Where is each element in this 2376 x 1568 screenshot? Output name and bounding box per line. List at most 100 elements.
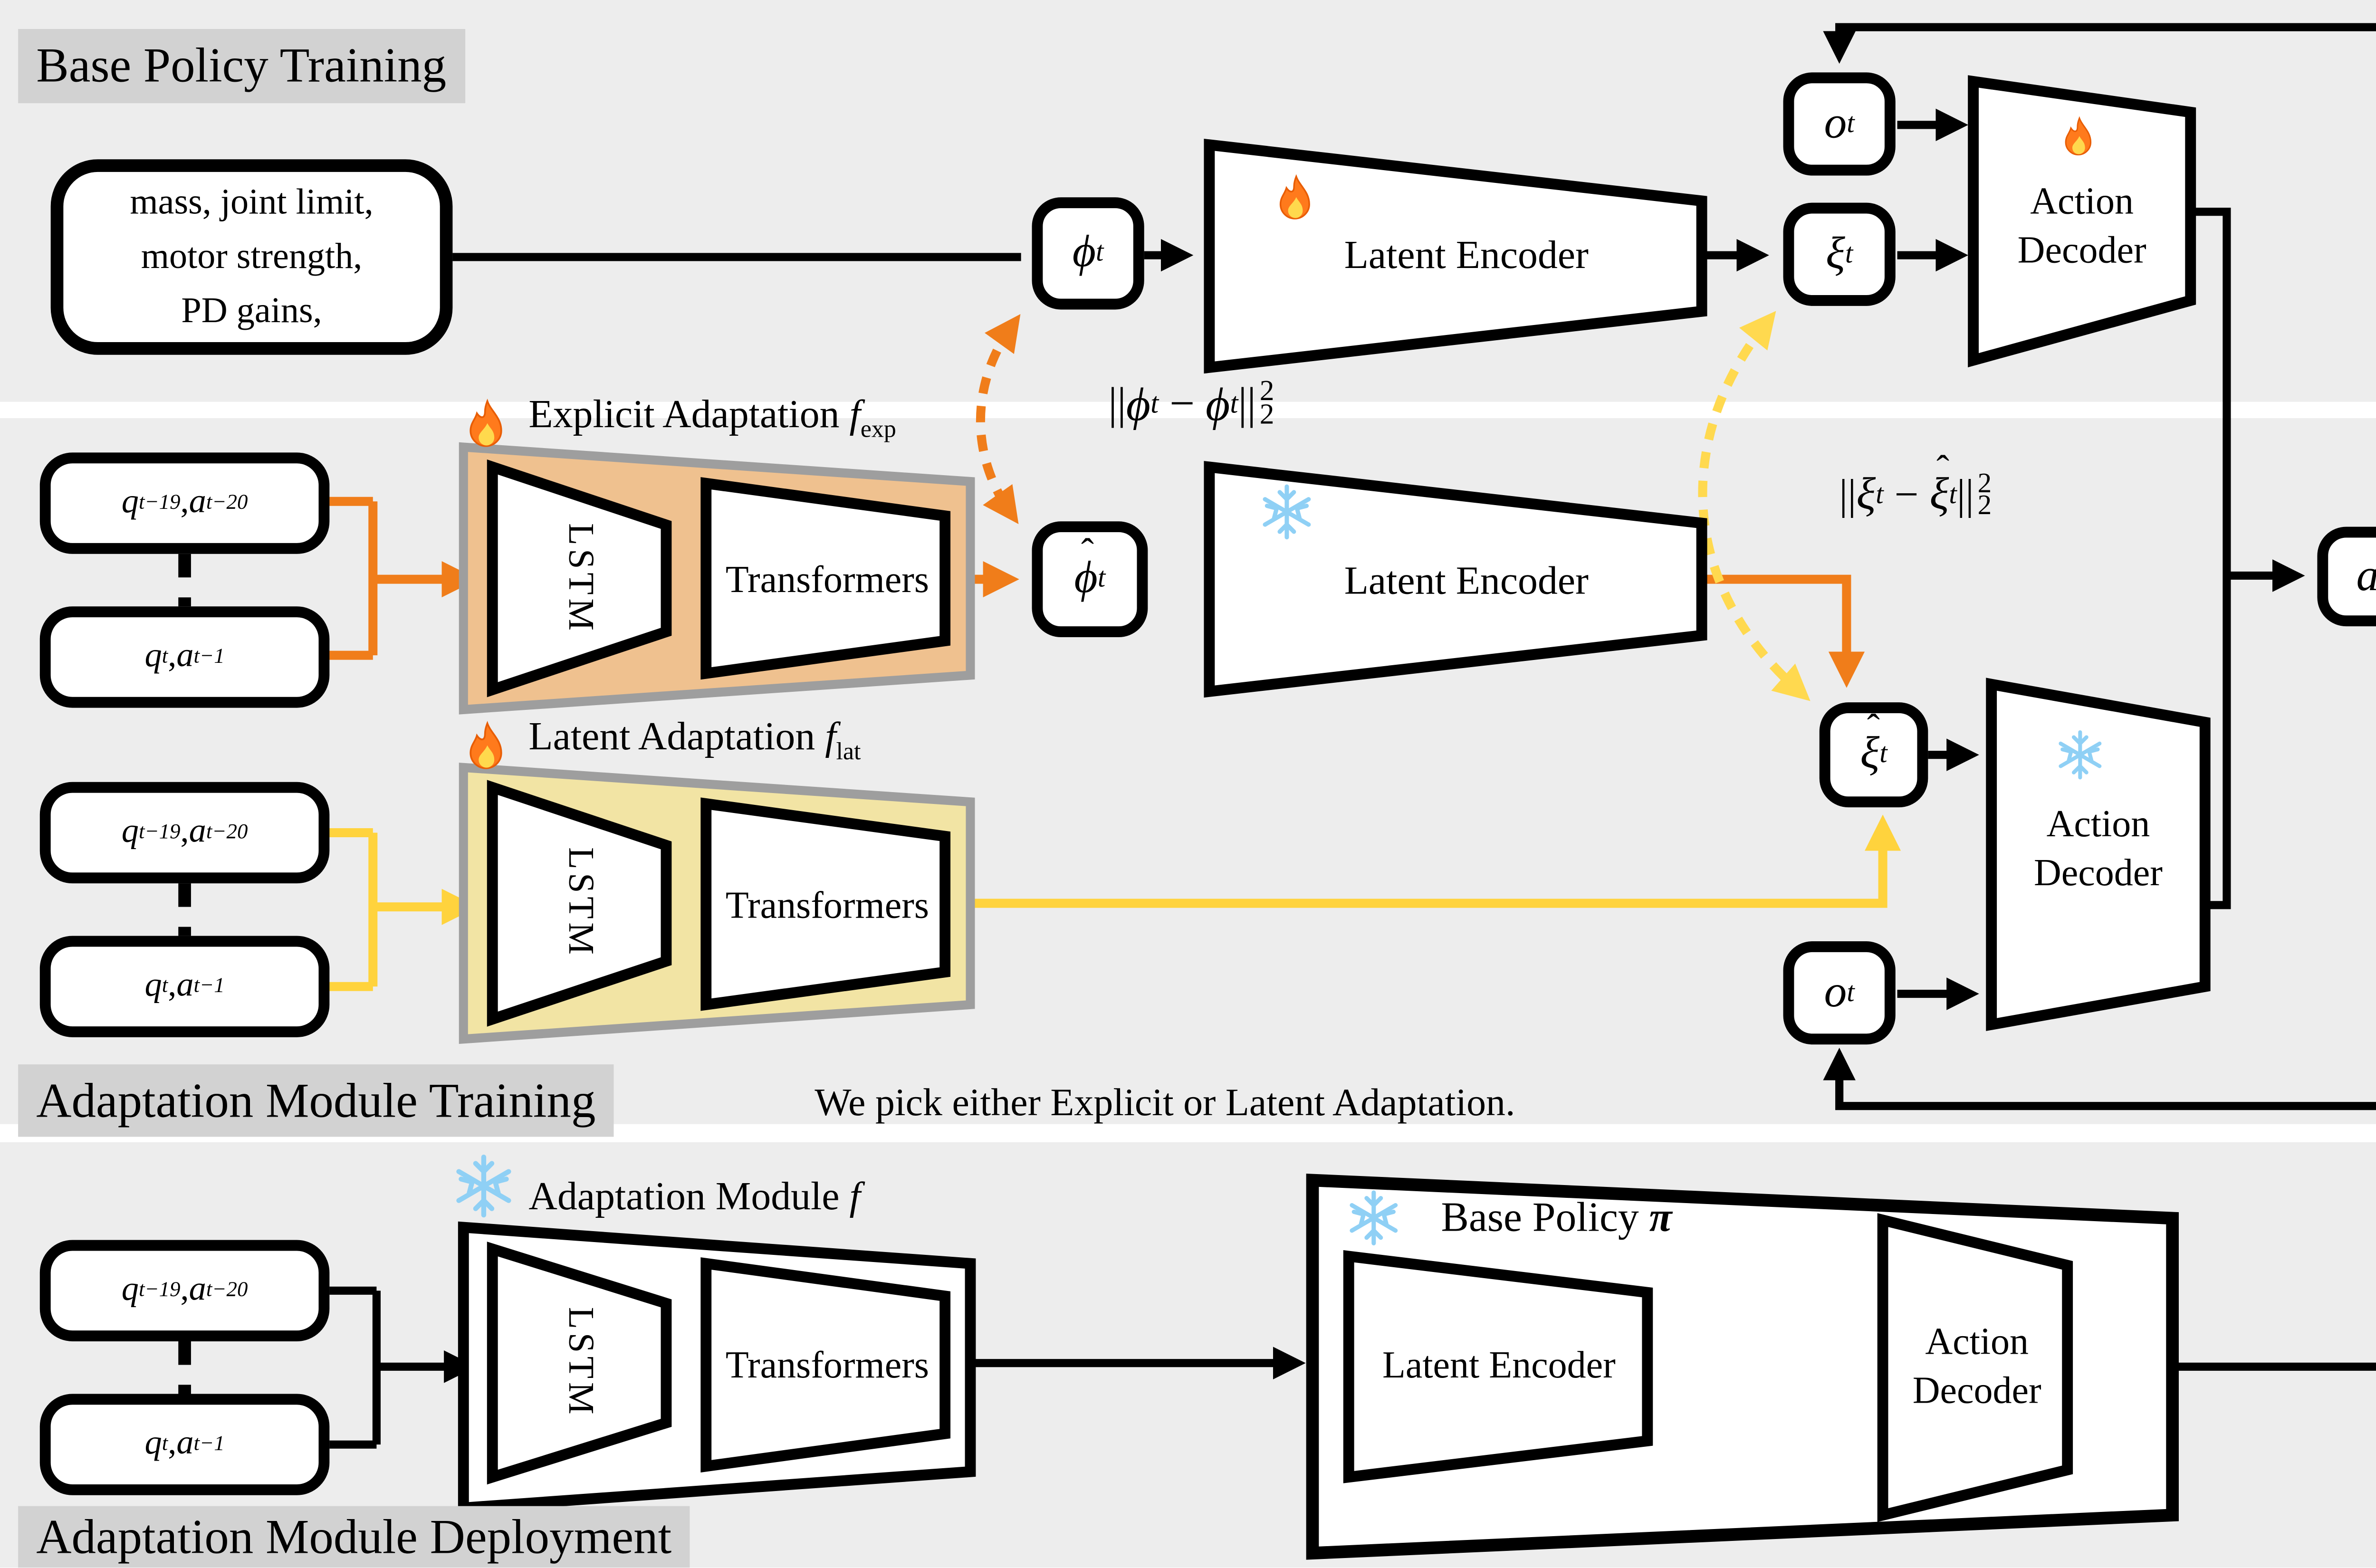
transformers3-label: Transformers bbox=[725, 1343, 929, 1387]
xi-sub: t bbox=[1845, 238, 1853, 269]
lstm1-shape bbox=[487, 459, 672, 698]
xi-hat-symbol: ξ bbox=[1860, 729, 1880, 779]
title-text: Adaptation Module bbox=[528, 1173, 850, 1218]
bracket-history-yellow bbox=[329, 828, 378, 991]
action-decoder-frozen-shape bbox=[1986, 678, 2211, 1031]
pi-symbol: π bbox=[1649, 1195, 1672, 1240]
latent-encoder-top-shape bbox=[1204, 138, 1707, 374]
action-line: Action bbox=[1925, 1319, 2029, 1363]
q-sym: q bbox=[144, 1425, 162, 1463]
q-sym: q bbox=[121, 813, 139, 851]
phi-symbol: ϕ bbox=[1126, 378, 1151, 431]
comma: , bbox=[168, 1425, 177, 1463]
section-title: Base Policy Training bbox=[36, 38, 447, 93]
o-sub: t bbox=[1847, 107, 1855, 139]
at-box: at bbox=[2317, 526, 2376, 627]
latent-encoder-frozen-label: Latent Encoder bbox=[1344, 557, 1589, 603]
decoder-line: Decoder bbox=[2033, 851, 2163, 895]
q-sub: t−19 bbox=[138, 820, 181, 844]
comma: , bbox=[180, 1271, 189, 1309]
dashed-xi-loss-link bbox=[1698, 311, 1811, 701]
comma: , bbox=[180, 483, 189, 522]
comma: , bbox=[168, 637, 177, 676]
q-sub: t bbox=[162, 1432, 168, 1455]
section-title: Adaptation Module Training bbox=[36, 1072, 596, 1127]
action-decoder-top-label: Action Decoder bbox=[1983, 177, 2182, 276]
hat-mark: ˆ bbox=[1867, 706, 1880, 749]
panel-adaptation-training bbox=[0, 418, 2376, 1124]
a-sub: t−20 bbox=[206, 1278, 248, 1302]
phi-sub: t bbox=[1096, 237, 1104, 268]
xi-symbol: ξ bbox=[1856, 470, 1876, 520]
action-decoder-deploy-shape bbox=[1877, 1213, 2073, 1522]
q-sym: q bbox=[144, 637, 162, 676]
latent-encoder-deploy-shape bbox=[1343, 1250, 1653, 1483]
phi-hat-sub: t bbox=[1097, 563, 1106, 594]
q-sub: t bbox=[162, 644, 168, 668]
q-sub: t bbox=[162, 974, 168, 998]
action-decoder-deploy-label: Action Decoder bbox=[1887, 1318, 2068, 1416]
hat-mark: ˆ bbox=[1936, 447, 1949, 490]
latent-encoder-frozen-shape bbox=[1204, 461, 1707, 698]
black-wires bbox=[329, 23, 2376, 1449]
title-text: Latent Adaptation bbox=[528, 713, 825, 759]
latent-adaptation-title: Latent Adaptation flat bbox=[528, 713, 861, 766]
phi-hat-symbol: ϕ bbox=[1206, 378, 1230, 431]
a-sym: a bbox=[189, 483, 206, 522]
lstm3-shape bbox=[487, 1242, 672, 1485]
xi-hat-sub: t bbox=[1879, 738, 1887, 770]
section-label-adaptation-deployment: Adaptation Module Deployment bbox=[18, 1506, 690, 1568]
wire-feedback-bottom bbox=[1823, 1048, 2376, 1110]
a-sym: a bbox=[176, 966, 194, 1005]
q-sym: q bbox=[121, 1271, 139, 1309]
o-symbol: o bbox=[1824, 967, 1847, 1017]
f-sub: lat bbox=[836, 737, 861, 765]
phi-symbol: ϕ bbox=[1072, 228, 1096, 277]
section-title: Adaptation Module Deployment bbox=[36, 1509, 672, 1563]
decoder-line: Decoder bbox=[1912, 1369, 2041, 1413]
sup-2: 2 bbox=[1259, 376, 1274, 408]
bracket-history-orange bbox=[329, 497, 378, 660]
comma: , bbox=[180, 813, 189, 851]
hat-mark: ˆ bbox=[1081, 530, 1094, 574]
section-note: We pick either Explicit or Latent Adapta… bbox=[814, 1080, 1515, 1126]
arrow-encoder2-to-xihat bbox=[1702, 574, 1865, 688]
q-sub: t−19 bbox=[138, 1278, 181, 1302]
lstm2-label: LSTM bbox=[560, 848, 600, 959]
transformers2-label: Transformers bbox=[725, 883, 929, 927]
wire-decoder-outputs-trunk bbox=[2190, 208, 2231, 909]
a-sym: a bbox=[189, 813, 206, 851]
a-sym: a bbox=[189, 1271, 206, 1309]
explicit-adaptation-title: Explicit Adaptation fexp bbox=[528, 391, 896, 444]
transformers1-shape bbox=[700, 477, 951, 680]
q-sym: q bbox=[144, 966, 162, 1005]
title-text: Explicit Adaptation bbox=[528, 391, 850, 437]
env-params-box: mass, joint limit, motor strength, PD ga… bbox=[50, 159, 453, 355]
norm-open: || bbox=[1839, 471, 1857, 519]
phi-sub: t bbox=[1150, 389, 1159, 420]
note-text: We pick either Explicit or Latent Adapta… bbox=[814, 1080, 1515, 1124]
o-sub: t bbox=[1847, 976, 1855, 1008]
hat-mark: ˆ bbox=[1213, 354, 1226, 399]
bracket-history-bottom bbox=[329, 1286, 381, 1449]
lstm3-label: LSTM bbox=[560, 1307, 600, 1419]
action-line: Action bbox=[2030, 179, 2134, 223]
decoder-line: Decoder bbox=[2017, 229, 2146, 272]
f-symbol: f bbox=[849, 391, 861, 437]
action-decoder-top-shape bbox=[1968, 75, 2196, 368]
a-sym: a bbox=[176, 1425, 194, 1463]
a-sub: t−1 bbox=[193, 974, 225, 998]
